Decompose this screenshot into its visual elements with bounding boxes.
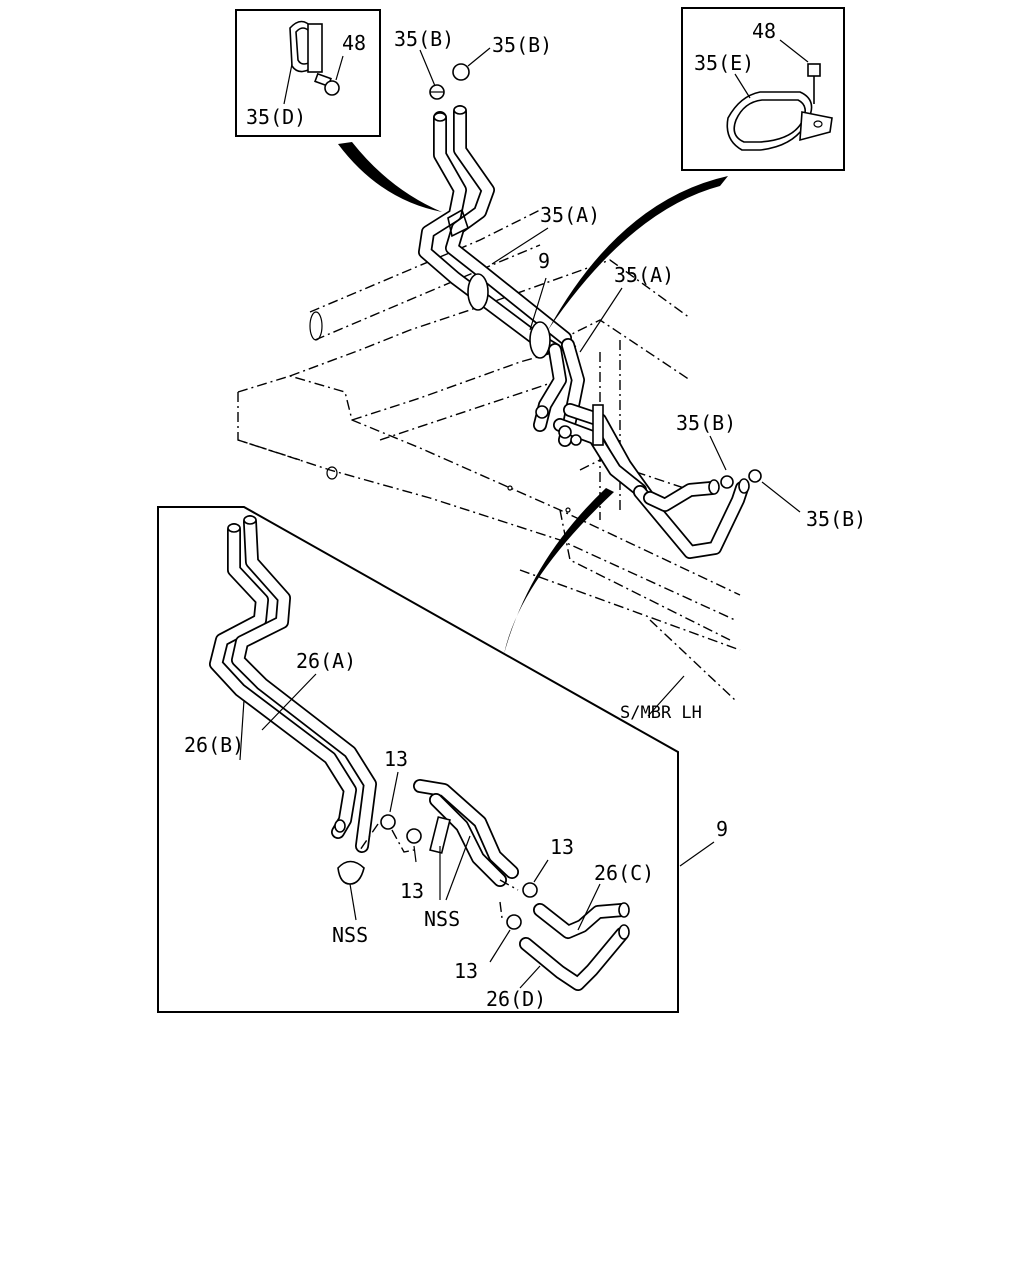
- chassis-frame: [237, 209, 741, 701]
- main-pipe-assembly: [418, 105, 762, 559]
- inset-clip-d: 48 35(D): [235, 9, 381, 137]
- leader-arc-detail: [504, 488, 614, 654]
- label-9-pipe: 9: [538, 249, 550, 273]
- label-26b: 26(B): [184, 733, 244, 757]
- label-frame-smbr: S/MBR LH: [620, 703, 702, 723]
- label-35a-lower: 35(A): [614, 263, 674, 287]
- label-13-d: 13: [454, 959, 478, 983]
- leader-arc-e: [548, 176, 728, 330]
- label-26d: 26(D): [486, 987, 546, 1011]
- label-35e: 35(E): [694, 51, 754, 75]
- inset-clip-e: 48 35(E): [681, 7, 845, 171]
- label-13-c: 13: [550, 835, 574, 859]
- label-35b-rear-lower: 35(B): [806, 507, 866, 531]
- detail-panel: 26(A) 26(B) 13 13 13 13 26(C) 26(D) NSS …: [157, 488, 728, 1013]
- label-48-left: 48: [342, 31, 366, 55]
- upper-callouts: 35(B) 35(B) 35(A) 9 35(A) 35(B) 35(B) S/…: [394, 27, 866, 723]
- label-26a: 26(A): [296, 649, 356, 673]
- label-48-right: 48: [752, 19, 776, 43]
- label-13-b: 13: [400, 879, 424, 903]
- label-nss-right: NSS: [424, 907, 460, 931]
- label-35d: 35(D): [246, 105, 306, 129]
- label-nss-left: NSS: [332, 923, 368, 947]
- label-13-a: 13: [384, 747, 408, 771]
- leader-arc-d: [338, 142, 442, 212]
- label-35b-top-right: 35(B): [492, 33, 552, 57]
- top-clamps: [429, 63, 470, 100]
- label-35a-upper: 35(A): [540, 203, 600, 227]
- label-35b-rear-upper: 35(B): [676, 411, 736, 435]
- label-35b-top-left: 35(B): [394, 27, 454, 51]
- label-9-detail: 9: [716, 817, 728, 841]
- label-26c: 26(C): [594, 861, 654, 885]
